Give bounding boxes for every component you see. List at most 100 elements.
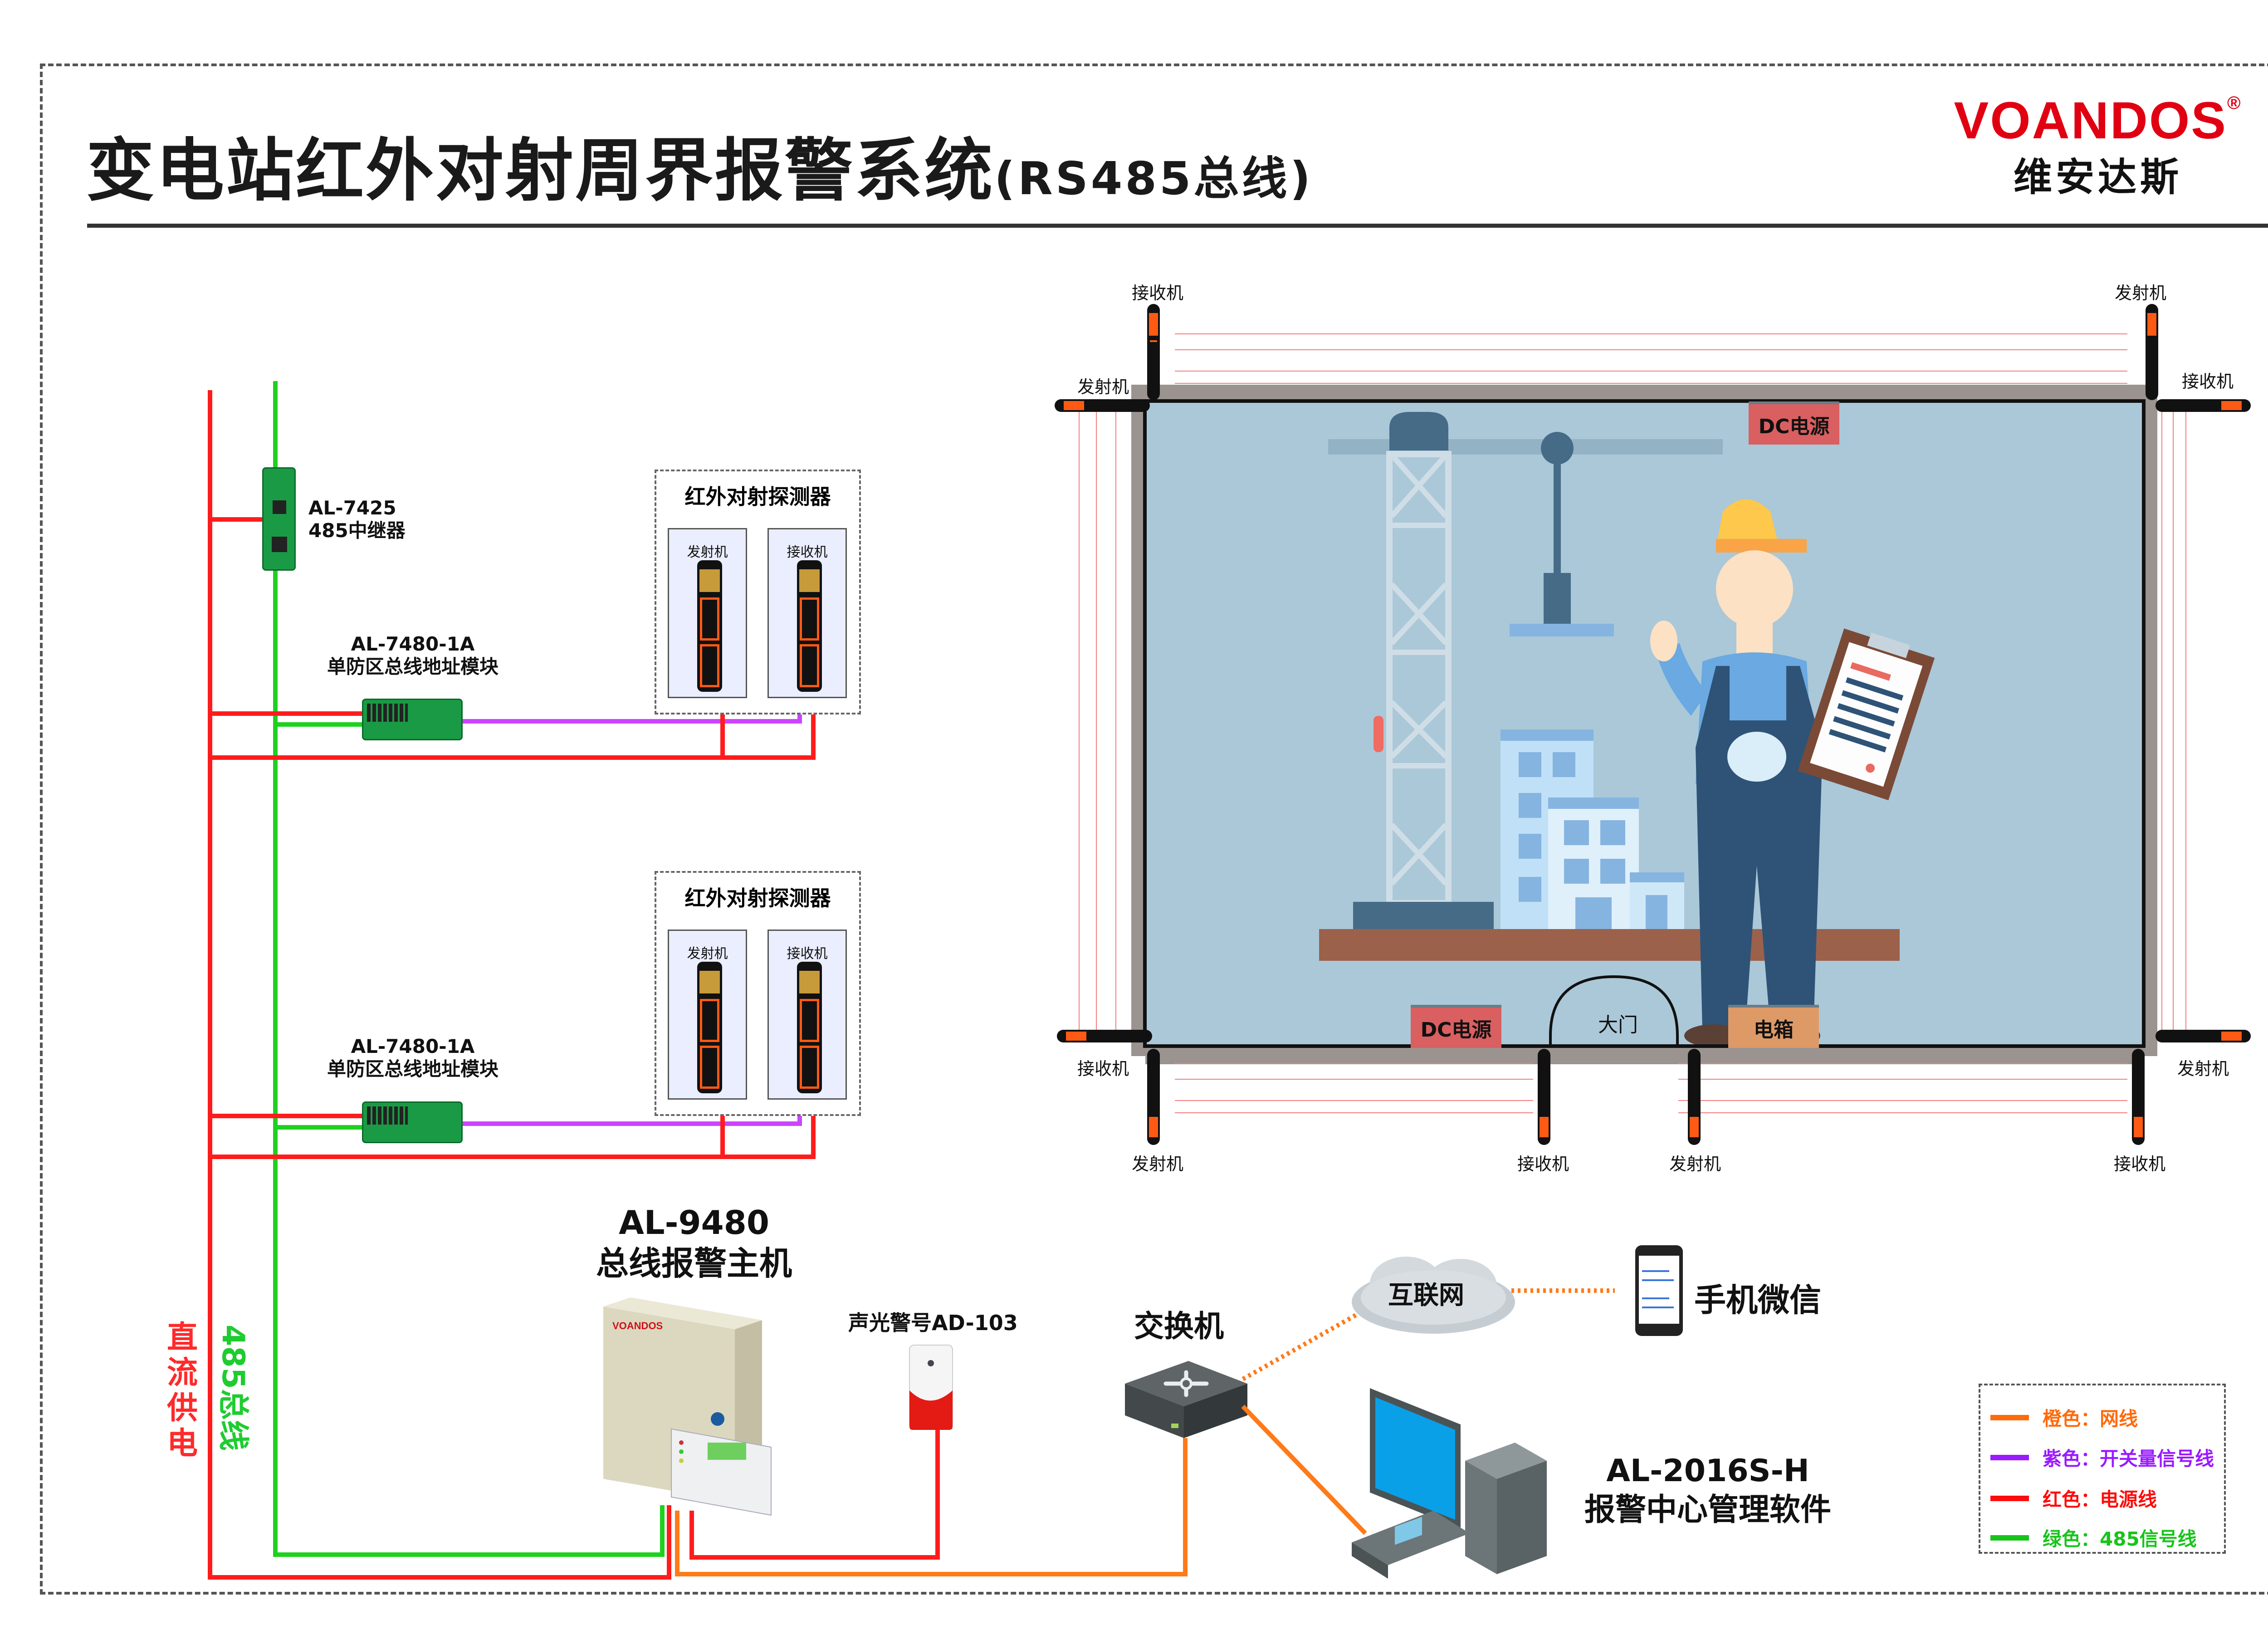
detector1-rx-card: 接收机: [767, 528, 847, 698]
ir-beam-line: [1175, 1063, 1533, 1064]
host-power-riser: [667, 1505, 671, 1580]
legend-label: 紫色：开关量信号线: [2043, 1448, 2214, 1470]
registered-mark: ®: [2227, 93, 2242, 113]
ir-beam-line: [1096, 411, 1097, 1032]
switch-network-riser: [1183, 1438, 1188, 1576]
switch-label: 交换机: [1134, 1309, 1224, 1344]
module2-power-wire: [208, 1114, 362, 1118]
worker-illustration: [1650, 499, 1935, 1044]
gate-arch: [1549, 975, 1679, 1044]
legend-swatch-orange: [1990, 1414, 2029, 1420]
software-label: AL-2016S-H 报警中心管理软件: [1560, 1452, 1855, 1530]
label-top-right-rx: 接收机: [2182, 372, 2234, 391]
module1-label: AL-7480-1A 单防区总线地址模块: [313, 633, 513, 678]
substation-site: 大门: [1143, 399, 2146, 1048]
internet-label: 互联网: [1388, 1281, 1464, 1310]
network-switch-icon: [1125, 1361, 1247, 1438]
module1-485-wire: [273, 722, 362, 727]
detector2-tx-power-riser: [720, 1098, 725, 1159]
brand-name-cn: 维安达斯: [2013, 155, 2182, 200]
module1-power-wire: [208, 711, 362, 716]
ir-transmitter-left-top: [1055, 399, 1150, 412]
header-divider: [87, 224, 2268, 228]
module2-model: AL-7480-1A: [351, 1035, 475, 1057]
perimeter-wall-bottom: [1145, 1047, 2143, 1064]
host-model: AL-9480: [619, 1204, 769, 1242]
label-bottom-right-tx: 发射机: [2177, 1059, 2229, 1079]
label-bottom-right-rx: 接收机: [2114, 1154, 2166, 1174]
ir-beam-line: [1678, 1079, 2127, 1080]
detector1-tx-card: 发射机: [668, 528, 747, 698]
ir-beam-line: [1175, 333, 2127, 334]
ir-receiver-bottom-right: [2132, 1049, 2145, 1145]
brand-logo: VOANDOS® 维安达斯: [1950, 91, 2245, 202]
alarm-host-icon: VOANDOS: [603, 1297, 772, 1516]
repeater-name: 485中继器: [308, 519, 406, 542]
ir-receiver-icon: [797, 962, 822, 1093]
legend-label: 橙色：网线: [2043, 1408, 2138, 1430]
host-485-riser: [660, 1505, 665, 1557]
ir-beam-line: [1678, 1112, 2127, 1113]
dc-power-top: DC电源: [1749, 401, 1839, 445]
repeater-board: [262, 467, 296, 571]
module2-signal-wire: [462, 1121, 802, 1126]
dc-power-bottom: DC电源: [1411, 1005, 1501, 1048]
legend-swatch-purple: [1990, 1454, 2029, 1460]
legend-item-485: 绿色：485信号线: [1990, 1524, 2197, 1551]
repeater-power-wire: [208, 517, 267, 522]
title-main: 变电站红外对射周界报警系统: [86, 132, 995, 210]
label-bottom-left-rx: 接收机: [1077, 1059, 1129, 1079]
detector1-rx-power-riser: [811, 694, 816, 760]
host-network-wire: [675, 1572, 1188, 1576]
wire-legend: 橙色：网线 紫色：开关量信号线 红色：电源线 绿色：485信号线: [1979, 1384, 2226, 1554]
detector2-rx-label: 接收机: [787, 946, 828, 962]
brand-name-en: VOANDOS: [1954, 92, 2227, 150]
power-bus-wire: [208, 390, 212, 1579]
switch-pc-wire: [1241, 1404, 1367, 1535]
ir-receiver-left-bottom: [1057, 1030, 1152, 1042]
module1-model: AL-7480-1A: [351, 633, 475, 655]
siren-wire-riser: [935, 1429, 940, 1560]
label-bottom-left-tx: 发射机: [1132, 1154, 1184, 1174]
ir-beam-line: [1678, 1100, 2127, 1101]
detector2-tx-card: 发射机: [668, 930, 747, 1100]
module2-label: AL-7480-1A 单防区总线地址模块: [313, 1035, 513, 1081]
label-bottom-gate-tx: 发射机: [1669, 1154, 1721, 1174]
ir-receiver-top-left: [1147, 304, 1160, 400]
ir-transmitter-right-bottom: [2156, 1030, 2251, 1042]
detector2-group: 红外对射探测器 发射机 接收机: [655, 871, 861, 1116]
ir-beam-line: [1079, 411, 1080, 1032]
dip-switch-icon: [367, 704, 408, 722]
ir-receiver-bottom-gate: [1538, 1049, 1550, 1145]
label-bottom-gate-rx: 接收机: [1517, 1154, 1569, 1174]
electric-box: 电箱: [1728, 1005, 1819, 1048]
ir-receiver-icon: [797, 560, 822, 692]
ir-transmitter-icon: [697, 962, 722, 1093]
legend-label: 绿色：485信号线: [2043, 1528, 2197, 1550]
ir-beam-line: [1175, 349, 2127, 350]
ir-transmitter-bottom-gate: [1688, 1049, 1701, 1145]
detector2-tx-label: 发射机: [687, 946, 728, 962]
ir-beam-line: [1175, 383, 2127, 384]
module1-name: 单防区总线地址模块: [327, 656, 499, 678]
detector2-power-wire: [208, 1155, 816, 1159]
detector1-power-wire: [208, 755, 816, 760]
rs485-bus-wire: [273, 381, 278, 1556]
internet-cloud-icon: [1352, 1257, 1515, 1334]
siren-wire-host-riser: [689, 1511, 694, 1560]
host-network-riser: [675, 1511, 679, 1576]
ir-transmitter-bottom-left: [1147, 1049, 1160, 1145]
module2-485-wire: [273, 1125, 362, 1130]
host-power-wire: [208, 1575, 670, 1580]
siren-label: 声光警号AD-103: [848, 1311, 1018, 1335]
chip-icon: [272, 537, 287, 552]
module2-board: [362, 1101, 463, 1143]
management-pc-icon: [1352, 1388, 1547, 1579]
ir-beam-line: [1115, 411, 1116, 1032]
legend-item-network: 橙色：网线: [1990, 1404, 2138, 1431]
detector2-rx-power-riser: [811, 1098, 816, 1159]
dip-switch-icon: [367, 1106, 408, 1125]
host-label: AL-9480 总线报警主机: [567, 1202, 821, 1284]
legend-label: 红色：电源线: [2043, 1488, 2157, 1511]
ir-beam-line: [2185, 411, 2186, 1032]
